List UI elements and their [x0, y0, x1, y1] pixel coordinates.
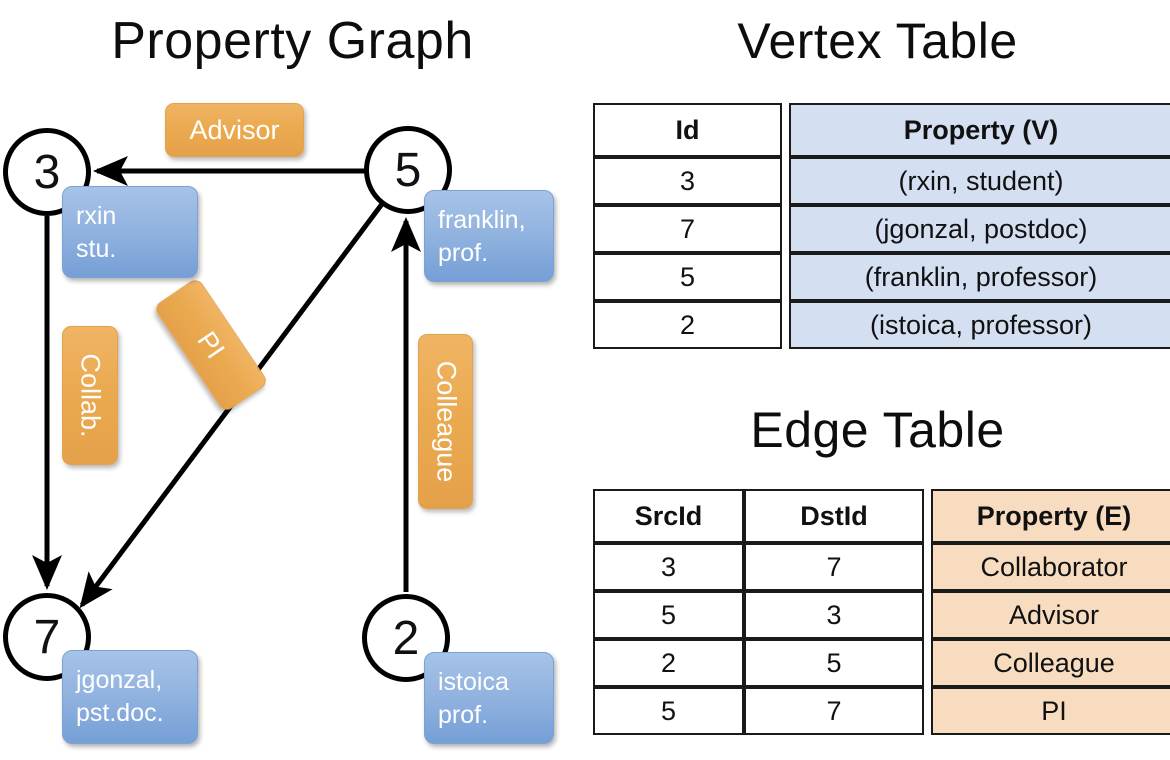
cell-srcid: 2 — [593, 639, 744, 687]
vertex-callout-franklin[interactable]: franklin, prof. — [424, 190, 554, 282]
vertex-callout-name: jgonzal, — [76, 666, 163, 694]
cell-property: Advisor — [931, 591, 1170, 639]
page-title-vertex-table: Vertex Table — [737, 13, 1018, 69]
edge-label-text: Advisor — [189, 114, 280, 145]
table-row: 5 7 PI — [593, 687, 1170, 735]
column-header-id: Id — [593, 103, 782, 157]
cell-srcid: 5 — [593, 591, 744, 639]
cell-property: (jgonzal, postdoc) — [789, 205, 1170, 253]
edge-label-colleague[interactable]: Colleague — [418, 334, 473, 509]
column-header-property-e: Property (E) — [931, 489, 1170, 543]
column-gap — [782, 157, 789, 205]
vertex-callout-name: rxin — [76, 202, 117, 230]
table-row: 2 (istoica, professor) — [593, 301, 1170, 349]
column-header-srcid: SrcId — [593, 489, 744, 543]
table-row: 5 3 Advisor — [593, 591, 1170, 639]
column-header-property-v: Property (V) — [789, 103, 1170, 157]
vertex-callout-jgonzal[interactable]: jgonzal, pst.doc. — [62, 650, 198, 744]
cell-id: 3 — [593, 157, 782, 205]
property-graph-diagram: 3 5 7 2 rxin stu. franklin, prof. jgonza… — [3, 103, 554, 744]
column-header-dstid: DstId — [744, 489, 924, 543]
vertex-callout-role: prof. — [438, 239, 489, 267]
vertex-callout-role: stu. — [76, 235, 117, 263]
cell-srcid: 5 — [593, 687, 744, 735]
cell-id: 5 — [593, 253, 782, 301]
graph-node-2[interactable]: 2 — [362, 594, 450, 682]
column-gap — [924, 489, 931, 543]
edge-label-text: Colleague — [431, 360, 461, 483]
table-row: 7 (jgonzal, postdoc) — [593, 205, 1170, 253]
vertex-callout-istoica[interactable]: istoica prof. — [424, 652, 554, 744]
cell-property: Collaborator — [931, 543, 1170, 591]
edge-label-text: Collab. — [75, 353, 106, 438]
cell-id: 7 — [593, 205, 782, 253]
column-gap — [782, 205, 789, 253]
column-gap — [924, 639, 931, 687]
table-row: 5 (franklin, professor) — [593, 253, 1170, 301]
vertex-callout-name: franklin, — [438, 206, 526, 234]
table-row: 3 (rxin, student) — [593, 157, 1170, 205]
cell-id: 2 — [593, 301, 782, 349]
table-header-row: Id Property (V) — [593, 103, 1170, 157]
vertex-callout-name: istoica — [438, 668, 509, 696]
cell-property: Colleague — [931, 639, 1170, 687]
table-row: 3 7 Collaborator — [593, 543, 1170, 591]
table-header-row: SrcId DstId Property (E) — [593, 489, 1170, 543]
vertex-table: Id Property (V) 3 (rxin, student) 7 (jgo… — [593, 103, 1170, 349]
column-gap — [924, 591, 931, 639]
page-title-property-graph: Property Graph — [111, 12, 474, 70]
column-gap — [782, 103, 789, 157]
cell-srcid: 3 — [593, 543, 744, 591]
cell-dstid: 7 — [744, 543, 924, 591]
cell-property: (istoica, professor) — [789, 301, 1170, 349]
edge-label-advisor[interactable]: Advisor — [165, 103, 304, 157]
table-row: 2 5 Colleague — [593, 639, 1170, 687]
page-title-edge-table: Edge Table — [750, 402, 1005, 458]
cell-property: (franklin, professor) — [789, 253, 1170, 301]
column-gap — [924, 543, 931, 591]
cell-property: PI — [931, 687, 1170, 735]
edge-label-collab[interactable]: Collab. — [62, 326, 118, 465]
edge-table: SrcId DstId Property (E) 3 7 Collaborato… — [593, 489, 1170, 735]
column-gap — [924, 687, 931, 735]
vertex-callout-role: prof. — [438, 701, 489, 729]
vertex-callout-rxin[interactable]: rxin stu. — [62, 186, 198, 278]
cell-dstid: 7 — [744, 687, 924, 735]
graph-node-5[interactable]: 5 — [364, 126, 452, 214]
edge-label-text: PI — [191, 325, 231, 364]
column-gap — [782, 253, 789, 301]
cell-dstid: 5 — [744, 639, 924, 687]
cell-dstid: 3 — [744, 591, 924, 639]
column-gap — [782, 301, 789, 349]
cell-property: (rxin, student) — [789, 157, 1170, 205]
vertex-callout-role: pst.doc. — [76, 699, 164, 727]
